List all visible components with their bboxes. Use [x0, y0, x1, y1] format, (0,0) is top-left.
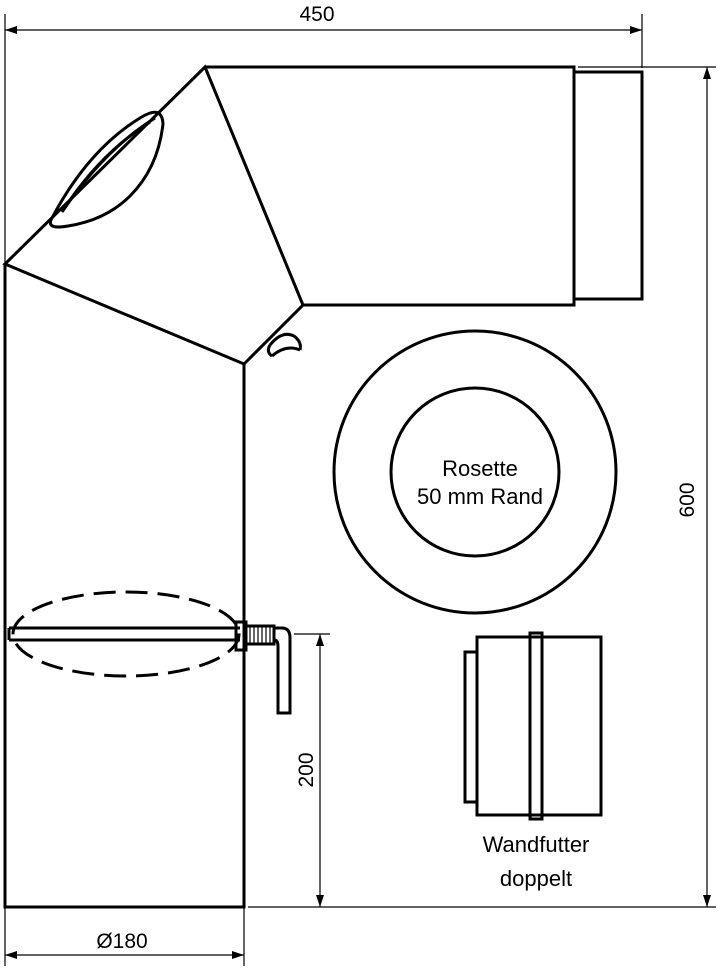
wandfutter: Wandfutter doppelt [463, 631, 603, 891]
dimension-height-label: 600 [676, 482, 699, 517]
lower-pipe-segment [3, 264, 246, 909]
rosette-label-line2: 50 mm Rand [417, 484, 543, 509]
dimension-diameter: Ø180 [4, 907, 245, 966]
upper-pipe-segment [205, 65, 576, 307]
dimension-diameter-label: Ø180 [96, 930, 147, 953]
rosette: Rosette 50 mm Rand [332, 329, 618, 615]
wandfutter-outer-sleeve [475, 635, 603, 817]
damper-disc [11, 590, 241, 678]
dimension-height-total: 600 [248, 66, 716, 908]
dimension-damper-label: 200 [295, 752, 318, 787]
rosette-label-line1: Rosette [442, 456, 518, 481]
wandfutter-label-line1: Wandfutter [483, 832, 590, 857]
dimension-width-top: 450 [4, 3, 643, 262]
wandfutter-band [528, 631, 544, 821]
dimension-damper-height: 200 [294, 633, 330, 907]
wandfutter-label-line2: doppelt [500, 866, 572, 891]
dimension-width-label: 450 [299, 3, 334, 26]
elbow-pipe [2, 64, 644, 909]
damper-assembly [7, 590, 292, 715]
outlet-collar [572, 70, 644, 301]
wandfutter-inner-sleeve [463, 650, 479, 804]
damper-handle [273, 626, 292, 715]
rosette-inner-ring [389, 386, 561, 558]
cleaning-opening [48, 110, 165, 229]
damper-spring-icon [244, 624, 276, 646]
joint-knob-icon [266, 332, 302, 358]
rosette-outer-ring [332, 329, 618, 615]
